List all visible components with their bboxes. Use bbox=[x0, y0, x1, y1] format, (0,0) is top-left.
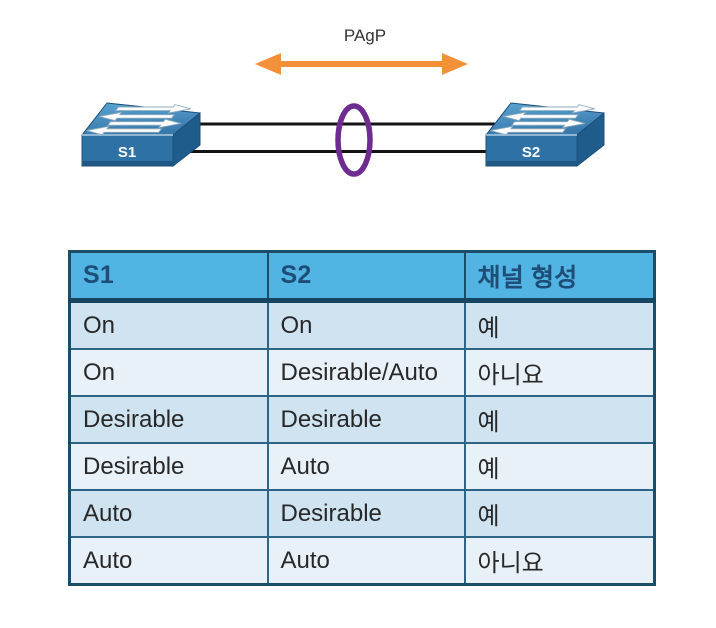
switch-s1-icon: S1 bbox=[82, 103, 200, 168]
cell-s1: Desirable bbox=[68, 395, 269, 444]
cell-s2: Desirable bbox=[266, 489, 466, 538]
switch-arrows-icon bbox=[487, 105, 600, 135]
table-row: Auto Desirable 예 bbox=[68, 489, 656, 538]
cell-result: 아니요 bbox=[463, 536, 656, 586]
cell-result: 예 bbox=[463, 395, 656, 444]
switch-s2-icon: S2 bbox=[486, 103, 604, 168]
pagp-mode-table: S1 S2 채널 형성 On On 예 On Desirable/Auto 아니… bbox=[68, 250, 656, 586]
table-row: On Desirable/Auto 아니요 bbox=[68, 348, 656, 397]
negotiation-arrow-icon bbox=[255, 53, 468, 75]
cell-s2: Auto bbox=[266, 442, 466, 491]
table-body: On On 예 On Desirable/Auto 아니요 Desirable … bbox=[68, 299, 656, 586]
switch2-label: S2 bbox=[522, 144, 540, 161]
switch1-label: S1 bbox=[118, 144, 136, 161]
cell-result: 예 bbox=[463, 489, 656, 538]
cell-s2: On bbox=[266, 299, 466, 350]
column-header-s1: S1 bbox=[68, 250, 269, 303]
header-row: S1 S2 채널 형성 bbox=[68, 250, 656, 303]
topology-diagram: PAgP S1 bbox=[0, 26, 716, 177]
table-row: Auto Auto 아니요 bbox=[68, 536, 656, 586]
table-row: Desirable Desirable 예 bbox=[68, 395, 656, 444]
cell-result: 예 bbox=[463, 299, 656, 350]
cell-result: 아니요 bbox=[463, 348, 656, 397]
cell-result: 예 bbox=[463, 442, 656, 491]
column-header-channel-formation: 채널 형성 bbox=[463, 250, 656, 303]
column-header-s2: S2 bbox=[266, 250, 466, 303]
cell-s1: Desirable bbox=[68, 442, 269, 491]
switch-arrows-icon bbox=[83, 105, 196, 135]
table-row: On On 예 bbox=[68, 299, 656, 350]
cell-s2: Desirable/Auto bbox=[266, 348, 466, 397]
table-row: Desirable Auto 예 bbox=[68, 442, 656, 491]
switch-front-shadow bbox=[83, 161, 173, 166]
pagp-label: PAgP bbox=[344, 26, 386, 45]
cell-s1: On bbox=[68, 299, 269, 350]
cell-s2: Auto bbox=[266, 536, 466, 586]
cell-s1: Auto bbox=[68, 489, 269, 538]
table-header: S1 S2 채널 형성 bbox=[68, 250, 656, 303]
cell-s1: Auto bbox=[68, 536, 269, 586]
switch-front-shadow bbox=[487, 161, 577, 166]
cell-s1: On bbox=[68, 348, 269, 397]
cell-s2: Desirable bbox=[266, 395, 466, 444]
etherchannel-ellipse-icon bbox=[335, 103, 373, 177]
